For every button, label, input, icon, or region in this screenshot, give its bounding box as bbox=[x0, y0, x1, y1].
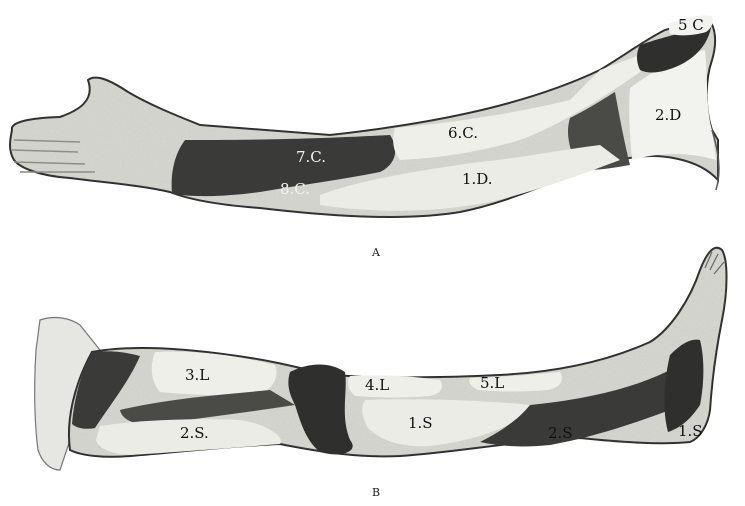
zone-l4 bbox=[348, 375, 442, 397]
caption-a: A bbox=[371, 246, 381, 259]
zone-l3 bbox=[152, 352, 277, 395]
label-s2-calf: 2.S bbox=[548, 424, 573, 442]
label-l3: 3.L bbox=[185, 366, 209, 384]
leg-figure-b: 3.L 4.L 5.L 1.S 2.S. 2.S 1.S B bbox=[35, 248, 727, 499]
label-d2: 2.D bbox=[655, 106, 681, 124]
label-c7: 7.C. bbox=[296, 148, 326, 166]
label-c5: 5 C bbox=[678, 16, 704, 34]
label-s1: 1.S bbox=[408, 414, 433, 432]
label-l4: 4.L bbox=[365, 376, 389, 394]
label-s1-foot: 1.S bbox=[678, 422, 703, 440]
label-c6: 6.C. bbox=[448, 124, 478, 142]
label-c8: 8.C. bbox=[280, 180, 310, 198]
label-l5: 5.L bbox=[480, 374, 504, 392]
label-s2-thigh: 2.S. bbox=[180, 424, 209, 442]
arm-figure-a: 5 C 6.C. 7.C. 8.C. 1.D. 2.D A bbox=[10, 15, 719, 259]
label-d1: 1.D. bbox=[462, 170, 493, 188]
caption-b: B bbox=[372, 486, 380, 499]
